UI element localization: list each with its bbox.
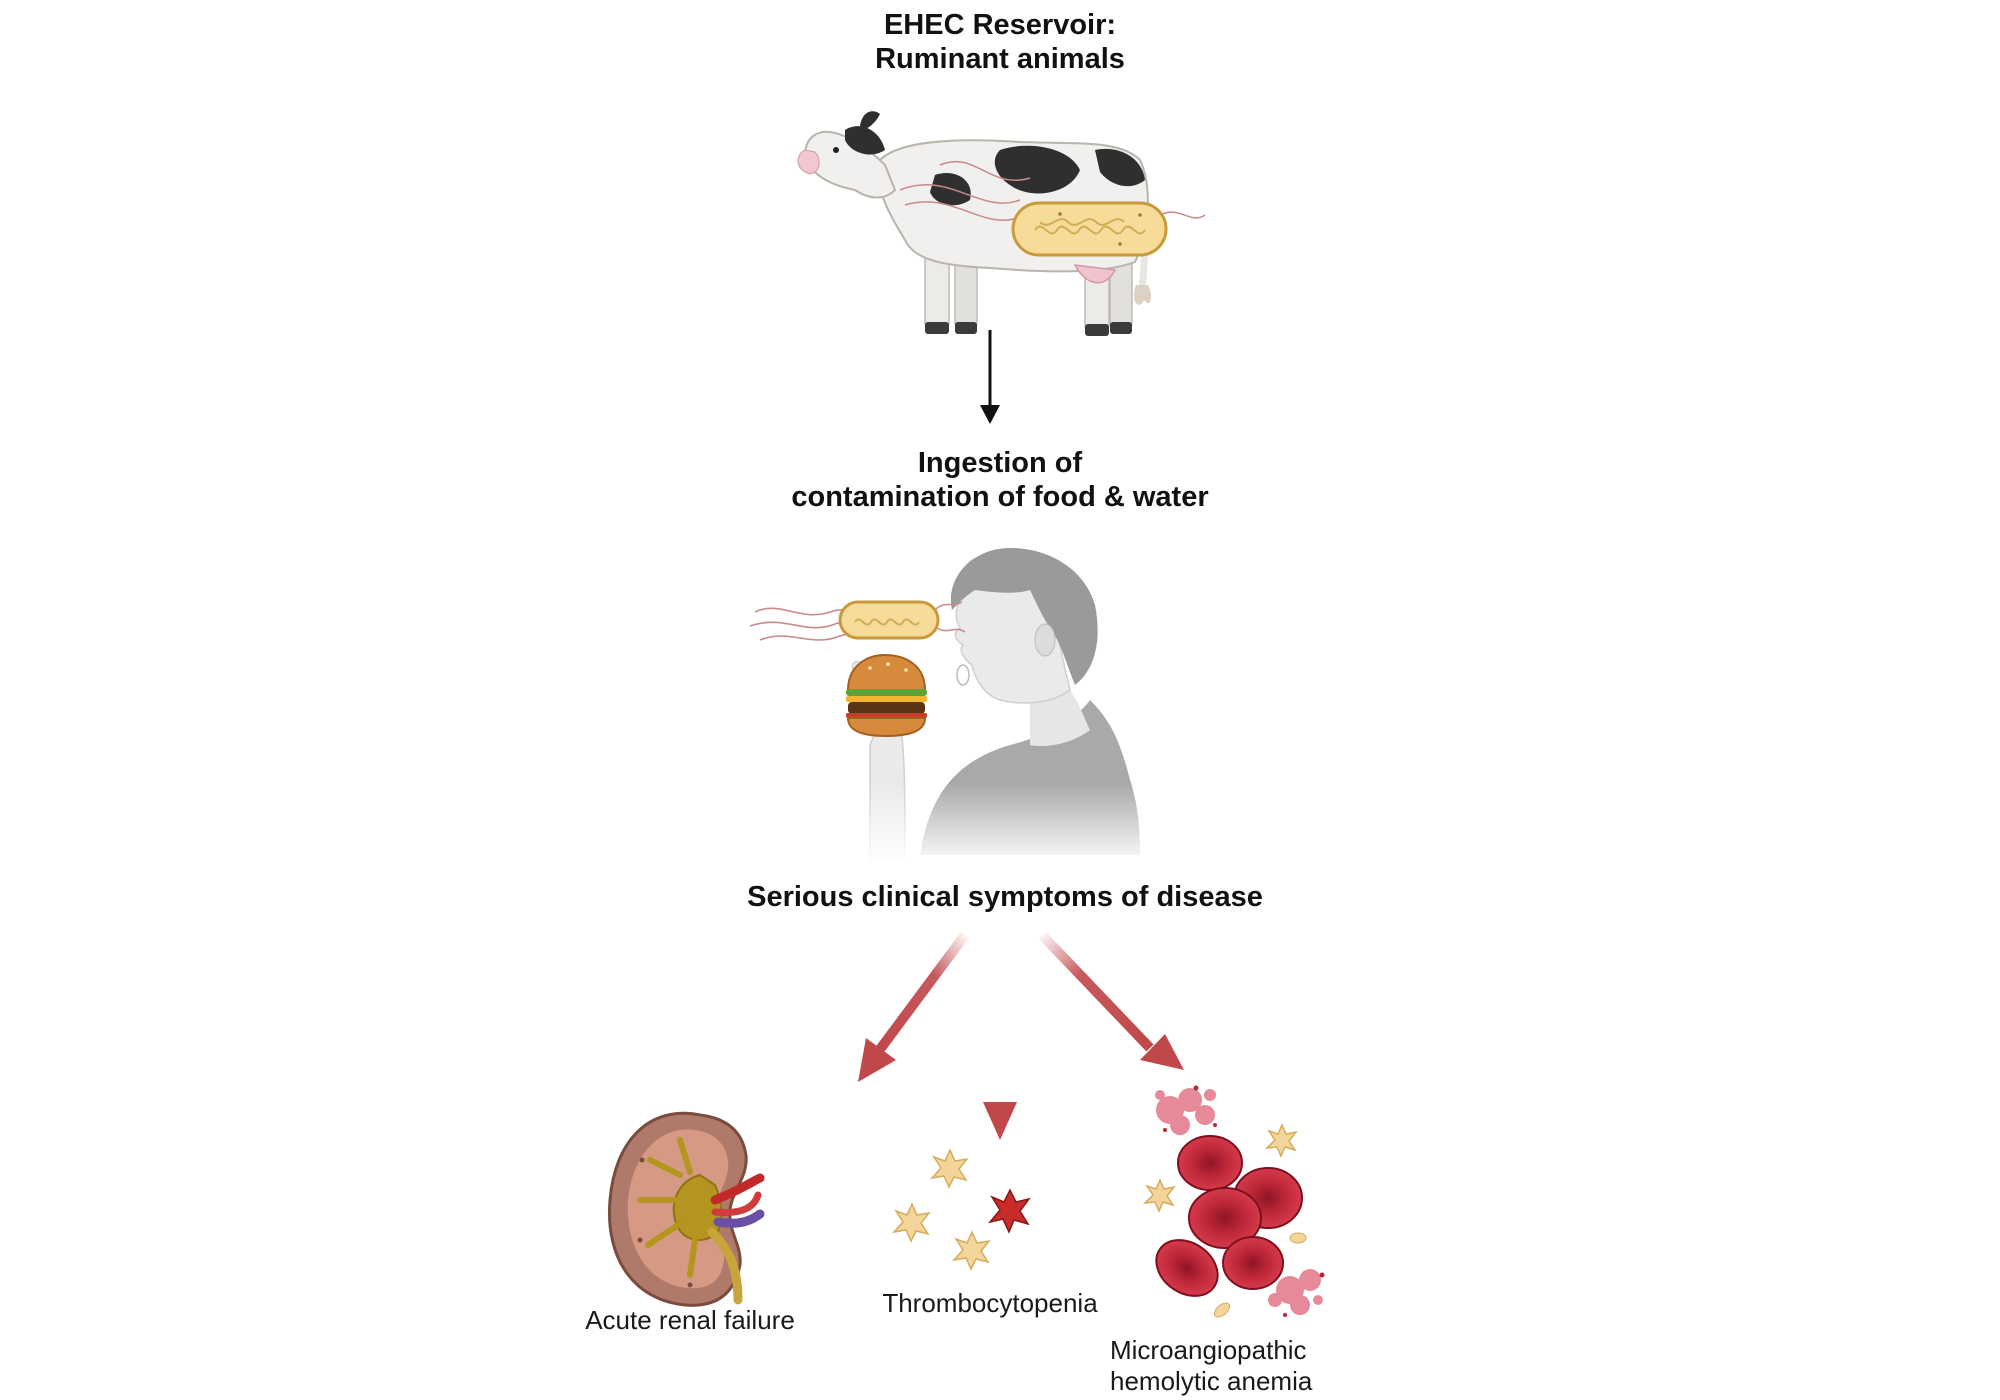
platelet <box>952 1230 991 1271</box>
symptoms-title: Serious clinical symptoms of disease <box>747 881 1263 913</box>
activated-platelet <box>987 1188 1031 1234</box>
arrow-reservoir-to-ingestion <box>980 330 1000 424</box>
bacterium-flagella-icon <box>749 600 966 641</box>
symptom-label-anemia: Microangiopathic hemolytic anemia <box>1110 1335 1390 1396</box>
hemolysis-splatter <box>1155 1088 1323 1315</box>
bacterium-icon <box>1011 201 1168 257</box>
ingestion-title: Ingestion of contamination of food & wat… <box>700 446 1300 514</box>
red-blood-cells-icon <box>1142 1085 1325 1318</box>
reservoir-title: EHEC Reservoir: Ruminant animals <box>760 8 1240 76</box>
symptom-label-anemia-line2: hemolytic anemia <box>1110 1365 1313 1396</box>
platelet <box>930 1148 969 1189</box>
platelet <box>892 1202 931 1243</box>
platelets-icon <box>892 1148 1031 1271</box>
kidney-icon <box>607 1111 765 1307</box>
burger-icon <box>846 653 927 738</box>
reservoir-title-line2: Ruminant animals <box>875 43 1125 76</box>
symptom-label-thrombocytopenia: Thrombocytopenia <box>882 1288 1098 1318</box>
arrow-to-renal-failure <box>858 932 970 1082</box>
symptom-label-renal: Acute renal failure <box>585 1305 795 1335</box>
reservoir-title-line1: EHEC Reservoir: <box>883 9 1117 41</box>
ingestion-title-line2: contamination of food & water <box>791 481 1209 514</box>
arrow-to-anemia <box>1038 931 1184 1070</box>
cow-icon <box>797 111 1206 336</box>
arrow-to-thrombocytopenia <box>983 940 1017 1140</box>
ingestion-title-line1: Ingestion of <box>917 447 1083 479</box>
symptom-label-anemia-line1: Microangiopathic <box>1110 1335 1307 1365</box>
